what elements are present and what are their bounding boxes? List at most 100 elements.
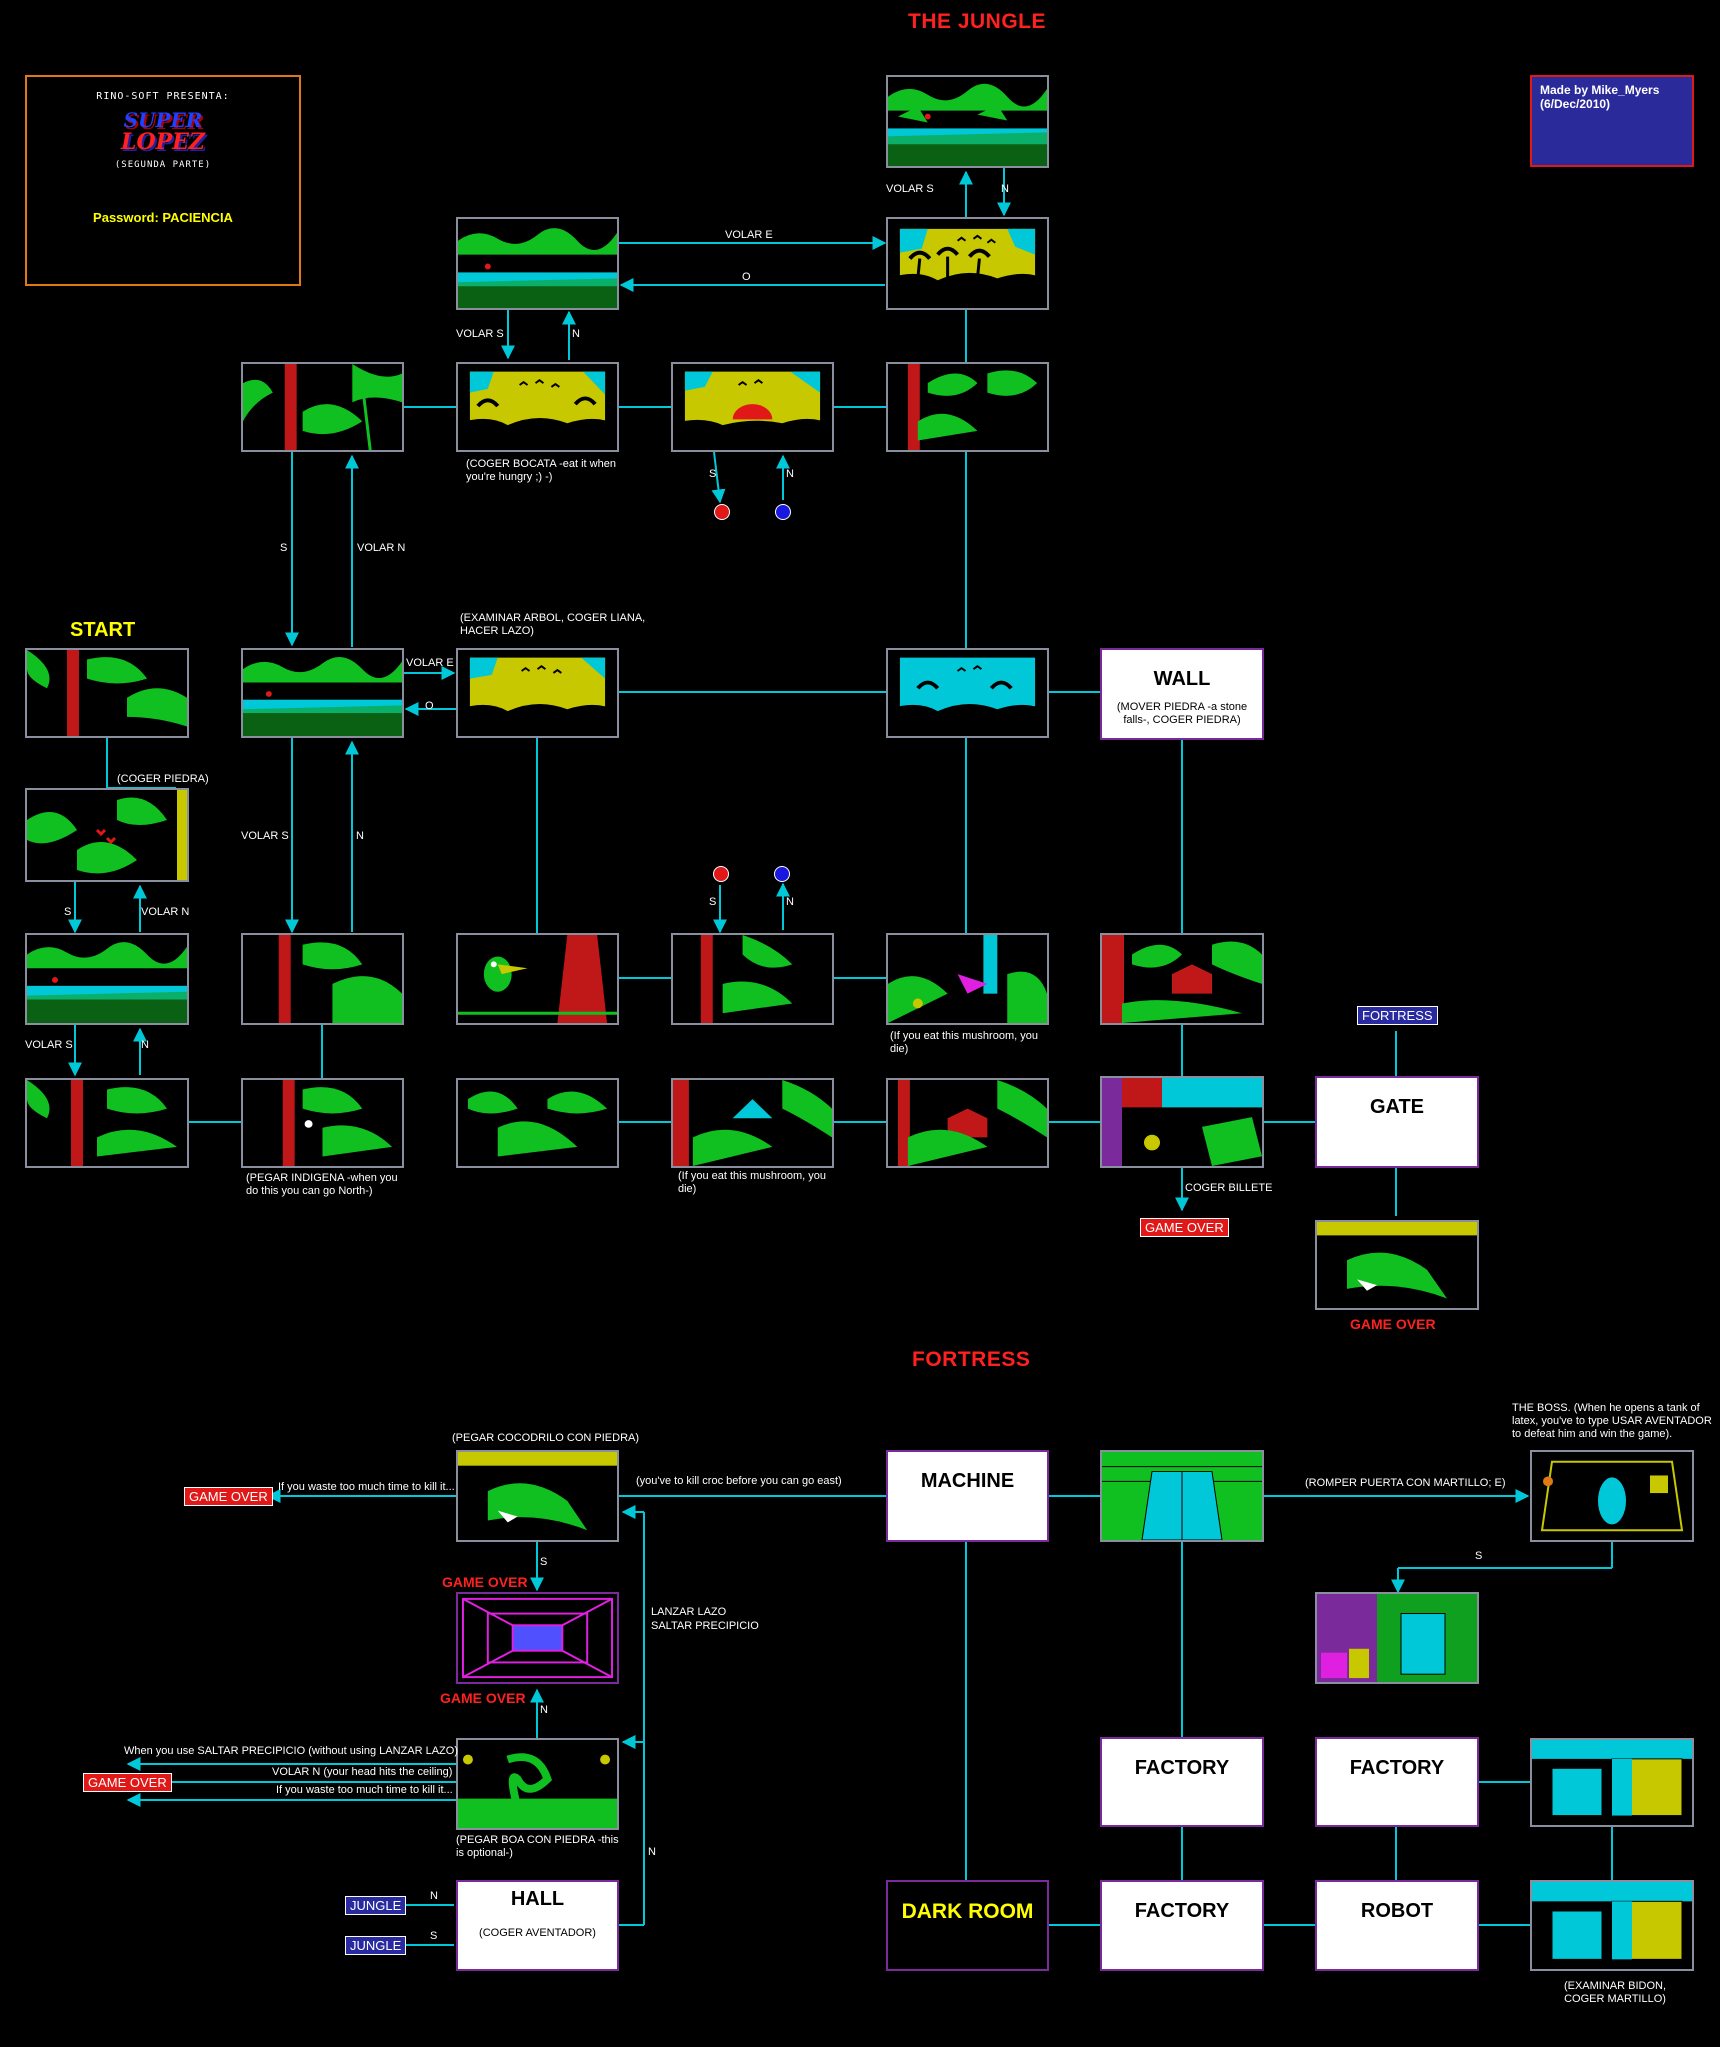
label-s-dot2: S <box>709 896 717 908</box>
room-barrels-a <box>1530 1738 1694 1827</box>
label-volar-s-col2: VOLAR S <box>241 830 289 842</box>
label-volar-e: VOLAR E <box>725 229 773 241</box>
game-over-croc: GAME OVER <box>184 1487 273 1506</box>
room-palms-b <box>886 362 1049 452</box>
label-pegar-boa: (PEGAR BOA CON PIEDRA -this is optional-… <box>456 1834 619 1859</box>
wall-title: WALL <box>1153 668 1211 690</box>
room-green-door <box>1100 1450 1264 1542</box>
jungle-link-s[interactable]: JUNGLE <box>345 1936 407 1955</box>
wall-note: (MOVER PIEDRA -a stone falls-, COGER PIE… <box>1116 701 1248 726</box>
room-dark-room: DARK ROOM <box>886 1880 1049 1971</box>
label-n-jungle: N <box>430 1890 438 1902</box>
room-gate: GATE <box>1315 1076 1479 1168</box>
room-river-start-s <box>25 933 189 1025</box>
room-start <box>25 648 189 738</box>
label-examinar-bidon: (EXAMINAR BIDON, COGER MARTILLO) <box>1563 1980 1667 2005</box>
start-label: START <box>70 619 136 641</box>
room-palms-d <box>671 933 834 1025</box>
room-hall: HALL (COGER AVENTADOR) <box>456 1880 619 1971</box>
room-river-b <box>241 648 404 738</box>
room-robot: ROBOT <box>1315 1880 1479 1971</box>
room-temple-b <box>886 1078 1049 1168</box>
room-coger-piedra <box>25 788 189 882</box>
room-sunset <box>671 362 834 452</box>
room-yellow-sky-top <box>886 217 1049 310</box>
label-lanzar-lazo: LANZAR LAZO <box>651 1606 727 1618</box>
room-crocodile <box>456 1450 619 1542</box>
factory-c-title: FACTORY <box>1134 1900 1230 1922</box>
password-text: Password: PACIENCIA <box>93 210 233 225</box>
room-bush <box>456 1078 619 1168</box>
red-marker-top <box>714 504 730 520</box>
dark-room-title: DARK ROOM <box>901 1900 1034 1923</box>
room-toucan <box>456 933 619 1025</box>
label-n-b: N <box>572 328 580 340</box>
label-o-mid: O <box>425 700 434 712</box>
room-cyan-sky <box>886 648 1049 738</box>
room-river-a <box>456 217 619 310</box>
room-palms-e <box>25 1078 189 1168</box>
game-over-billete: GAME OVER <box>1140 1218 1229 1237</box>
label-s-dot: S <box>709 468 717 480</box>
room-mushroom-waterfall <box>886 933 1049 1025</box>
game-over-gate: GAME OVER <box>1350 1316 1436 1332</box>
label-n-dot2: N <box>786 896 794 908</box>
game-over-tunnel-bottom: GAME OVER <box>440 1690 526 1706</box>
label-volar-n-start: VOLAR N <box>141 906 190 918</box>
label-romper-puerta: (ROMPER PUERTA CON MARTILLO; E) <box>1305 1477 1506 1489</box>
label-saltar-precipicio: SALTAR PRECIPICIO <box>651 1620 759 1632</box>
game-logo: SUPER LOPEZ <box>93 110 233 154</box>
game-over-tunnel-top: GAME OVER <box>442 1574 528 1590</box>
room-machine: MACHINE <box>886 1450 1049 1542</box>
room-indigena <box>241 1078 404 1168</box>
red-marker-mid <box>713 866 729 882</box>
logo-line-1: SUPER <box>123 108 203 132</box>
room-factory-entrance <box>1315 1592 1479 1684</box>
factory-a-title: FACTORY <box>1134 1757 1230 1779</box>
room-yellow-sky-bocata <box>456 362 619 452</box>
label-s-start: S <box>64 906 72 918</box>
credit-date: (6/Dec/2010) <box>1540 97 1611 111</box>
machine-title: MACHINE <box>920 1470 1015 1492</box>
room-wall: WALL (MOVER PIEDRA -a stone falls-, COGE… <box>1100 648 1264 740</box>
label-examinar: (EXAMINAR ARBOL, COGER LIANA, HACER LAZO… <box>460 612 646 637</box>
credit-box: Made by Mike_Myers (6/Dec/2010) <box>1530 75 1694 167</box>
label-o-top: O <box>742 271 751 283</box>
label-n-col2: N <box>356 830 364 842</box>
room-tunnel <box>456 1592 619 1684</box>
label-pegar-cocodrilo: (PEGAR COCODRILO CON PIEDRA) <box>452 1432 640 1444</box>
room-crocodile-gate <box>1315 1220 1479 1310</box>
room-yellow-sky-lazo <box>456 648 619 738</box>
title-card: RINO-SOFT PRESENTA: SUPER LOPEZ (SEGUNDA… <box>25 75 301 286</box>
subtitle-text: (SEGUNDA PARTE) <box>114 160 212 170</box>
blue-marker-mid <box>774 866 790 882</box>
jungle-title: THE JUNGLE <box>908 10 1047 33</box>
room-boa <box>456 1738 619 1830</box>
presenta-text: RINO-SOFT PRESENTA: <box>96 91 230 102</box>
label-waste-time-2: If you waste too much time to kill it... <box>276 1784 453 1796</box>
room-palms-c <box>241 933 404 1025</box>
label-s-jungle: S <box>430 1930 438 1942</box>
room-river-top <box>886 75 1049 168</box>
factory-b-title: FACTORY <box>1349 1757 1445 1779</box>
label-waste-time-1: If you waste too much time to kill it... <box>278 1481 455 1493</box>
label-boss-note: THE BOSS. (When he opens a tank of latex… <box>1512 1402 1712 1440</box>
room-factory-c: FACTORY <box>1100 1880 1264 1971</box>
room-temple-jungle <box>1100 933 1264 1025</box>
gate-title: GATE <box>1369 1096 1425 1118</box>
fortress-link-tag[interactable]: FORTRESS <box>1357 1006 1438 1025</box>
label-n-hall: N <box>648 1846 656 1858</box>
label-volar-s-start: VOLAR S <box>25 1039 73 1051</box>
logo-line-2: LOPEZ <box>120 129 205 155</box>
label-saltar-without: When you use SALTAR PRECIPICIO (without … <box>124 1745 458 1757</box>
hall-title: HALL <box>510 1888 565 1910</box>
label-n-top: N <box>1001 183 1009 195</box>
room-the-boss <box>1530 1450 1694 1542</box>
label-n-boa: N <box>540 1704 548 1716</box>
label-volar-e-mid: VOLAR E <box>406 657 454 669</box>
label-mushroom-die-1: (If you eat this mushroom, you die) <box>890 1030 1038 1055</box>
jungle-link-n[interactable]: JUNGLE <box>345 1896 407 1915</box>
label-s-left: S <box>280 542 288 554</box>
